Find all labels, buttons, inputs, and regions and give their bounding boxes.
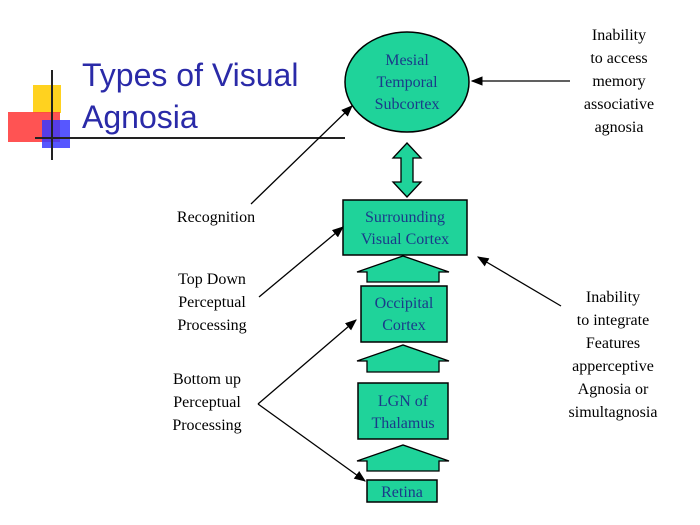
associative-text-line: Inability	[592, 27, 646, 44]
arrow-bottom-up-retina	[257, 403, 366, 482]
associative-text-line: agnosia	[595, 119, 644, 136]
surround-text-line: Visual Cortex	[361, 231, 449, 248]
lgn-text-line: Thalamus	[371, 415, 434, 432]
mesial-text-line: Mesial	[385, 52, 429, 69]
associative-text-line: to access	[590, 50, 647, 67]
bottom-up-text-line: Processing	[172, 417, 241, 434]
occipital-box	[360, 285, 448, 343]
top-down-text-line: Processing	[177, 317, 246, 334]
surround-box	[342, 199, 468, 256]
bottom-up-text-line: Bottom up	[173, 371, 241, 388]
logo-yellow-square	[33, 85, 61, 113]
title-line-2: Agnosia	[82, 99, 198, 135]
arrow-recognition	[250, 105, 353, 205]
top-down-text-line: Perceptual	[178, 294, 246, 311]
apperceptive-text-line: simultagnosia	[569, 404, 658, 421]
logo-blue-square	[42, 120, 70, 148]
arrow-bottom-up-occipital	[257, 319, 357, 405]
up-arrow-retina-lgn	[356, 444, 450, 472]
arrow-top-down	[258, 226, 344, 298]
top-down-text-line: Top Down	[178, 271, 246, 288]
surround-text-line: Surrounding	[365, 209, 445, 226]
label-associative-agnosia: Inability to access memory associative agnos…	[584, 27, 654, 136]
arrow-apperceptive	[476, 256, 562, 307]
retina-box	[366, 479, 438, 503]
mesial-text-line: Temporal	[376, 74, 438, 91]
double-arrow-mesial-surround	[391, 142, 423, 198]
decorative-logo	[8, 70, 345, 160]
apperceptive-text-line: Features	[586, 335, 640, 352]
node-retina: Retina	[366, 479, 438, 503]
associative-text-line: associative	[584, 96, 654, 113]
apperceptive-text-line: to integrate	[577, 312, 649, 329]
occipital-text-line: Occipital	[375, 295, 434, 312]
occipital-text-line: Cortex	[382, 317, 426, 334]
lgn-text-line: LGN of	[378, 393, 429, 410]
title-line-1: Types of Visual	[82, 57, 298, 93]
lgn-box	[357, 382, 449, 440]
up-arrow-occipital-surround	[356, 255, 450, 283]
node-lgn-thalamus: LGN of Thalamus	[357, 382, 449, 440]
label-recognition: Recognition	[177, 209, 255, 226]
associative-text-line: memory	[592, 73, 645, 90]
recognition-text-line: Recognition	[177, 209, 255, 226]
bottom-up-text-line: Perceptual	[173, 394, 241, 411]
up-arrow-lgn-occipital	[356, 344, 450, 373]
apperceptive-text-line: apperceptive	[572, 358, 654, 375]
mesial-text-line: Subcortex	[375, 96, 440, 113]
apperceptive-text-line: Agnosia or	[578, 381, 649, 398]
retina-text-line: Retina	[381, 484, 423, 501]
apperceptive-text-line: Inability	[586, 289, 640, 306]
mesial-ellipse	[344, 31, 470, 133]
